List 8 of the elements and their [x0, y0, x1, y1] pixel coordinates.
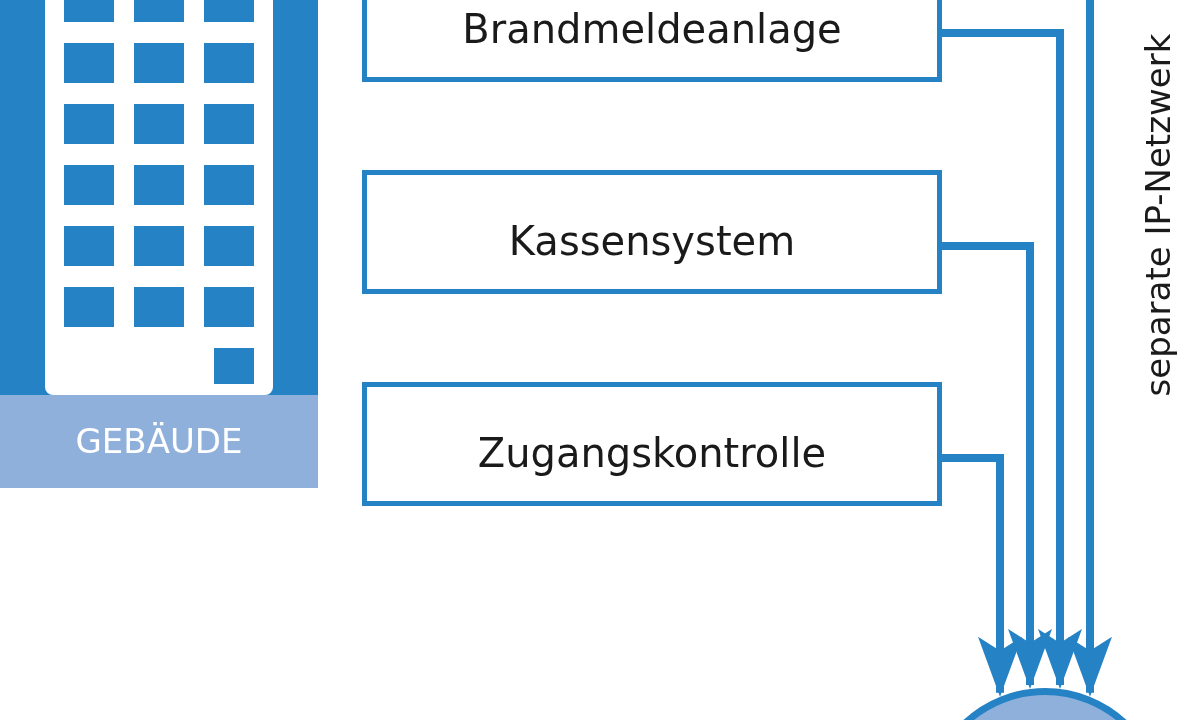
arrow [1068, 0, 1112, 697]
system-box [362, 170, 942, 294]
building-label: GEBÄUDE [75, 420, 243, 463]
network-label: separate IP-Netzwerk [1141, 33, 1175, 397]
arrow [942, 29, 1082, 689]
arrow [942, 242, 1052, 689]
system-box [362, 382, 942, 506]
arrow [942, 454, 1022, 697]
